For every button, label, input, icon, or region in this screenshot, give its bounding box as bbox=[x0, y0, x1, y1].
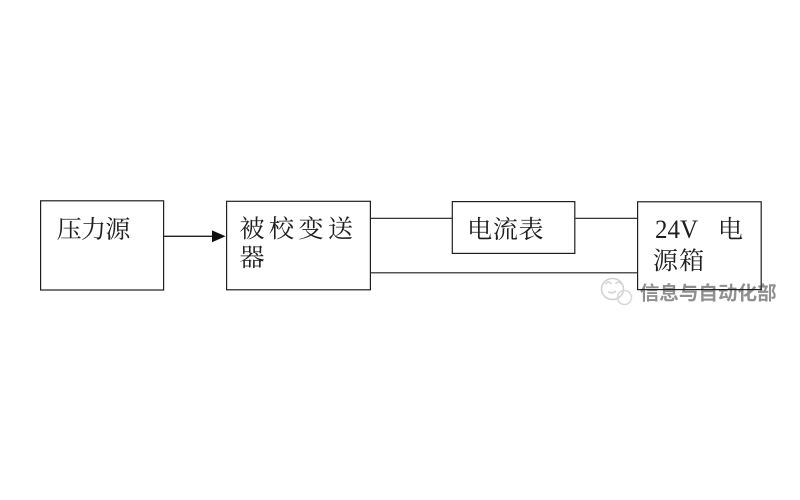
svg-text:24V: 24V bbox=[655, 214, 698, 244]
